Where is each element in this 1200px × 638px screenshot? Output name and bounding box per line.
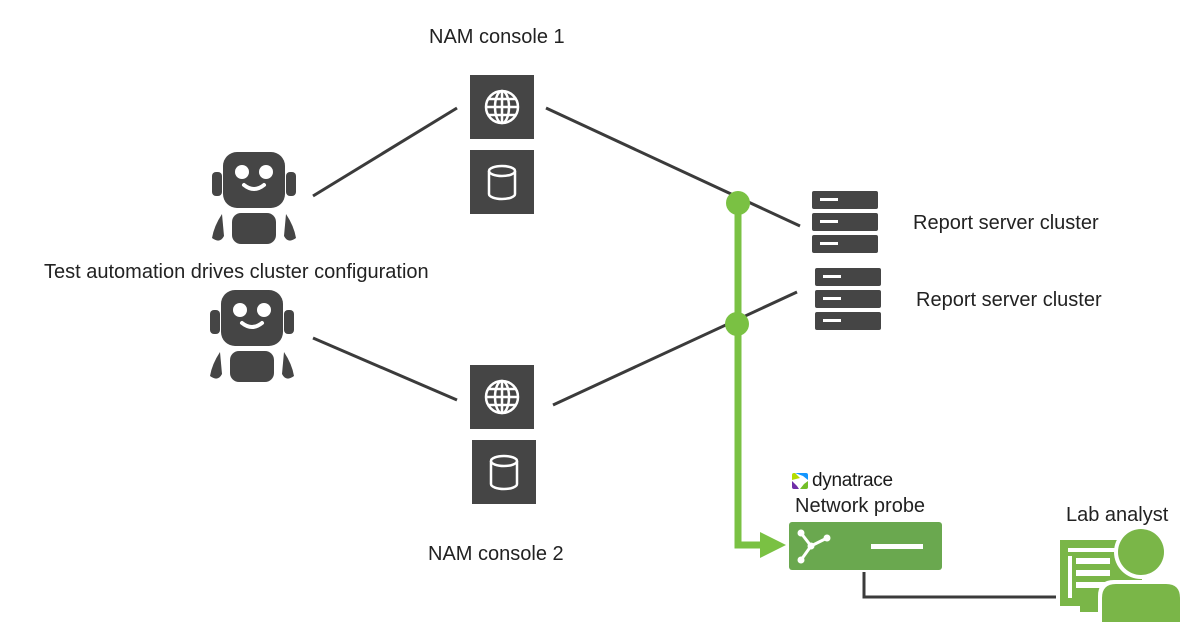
network-probe-icon: [789, 522, 942, 570]
connector-robot2-console2: [312, 336, 458, 402]
database-icon: [472, 440, 536, 504]
network-probe-label: Network probe: [795, 495, 926, 517]
server-stack-icon: [812, 191, 878, 253]
connector-console1-report1: [545, 106, 801, 228]
lab-analyst-label: Lab analyst: [1066, 504, 1169, 526]
tap-point-1: [726, 191, 750, 215]
tap-line: [725, 191, 786, 558]
connector-probe-analyst: [862, 572, 1056, 599]
tap-point-2: [725, 312, 749, 336]
report-server-1-label: Report server cluster: [913, 212, 1099, 234]
robot-icon: [212, 152, 296, 244]
globe-icon: [470, 75, 534, 139]
dynatrace-logo: dynatrace: [791, 470, 893, 492]
database-icon: [470, 150, 534, 214]
test-automation-label: Test automation drives cluster configura…: [44, 261, 429, 283]
connector-console2-report2: [552, 290, 798, 407]
tap-arrowhead: [760, 532, 786, 558]
connector-robot1-console1: [312, 106, 458, 198]
connector-lines: [312, 106, 1056, 599]
lab-analyst-icon: [1060, 525, 1184, 622]
globe-icon: [470, 365, 534, 429]
robot-icon: [210, 290, 294, 382]
dynatrace-logo-icon: [792, 473, 808, 489]
server-stack-icon: [815, 268, 881, 330]
nam-console-2-label: NAM console 2: [428, 543, 564, 565]
report-server-2-label: Report server cluster: [916, 289, 1102, 311]
dynatrace-logo-text: dynatrace: [812, 470, 893, 491]
nam-console-1-label: NAM console 1: [429, 26, 565, 48]
